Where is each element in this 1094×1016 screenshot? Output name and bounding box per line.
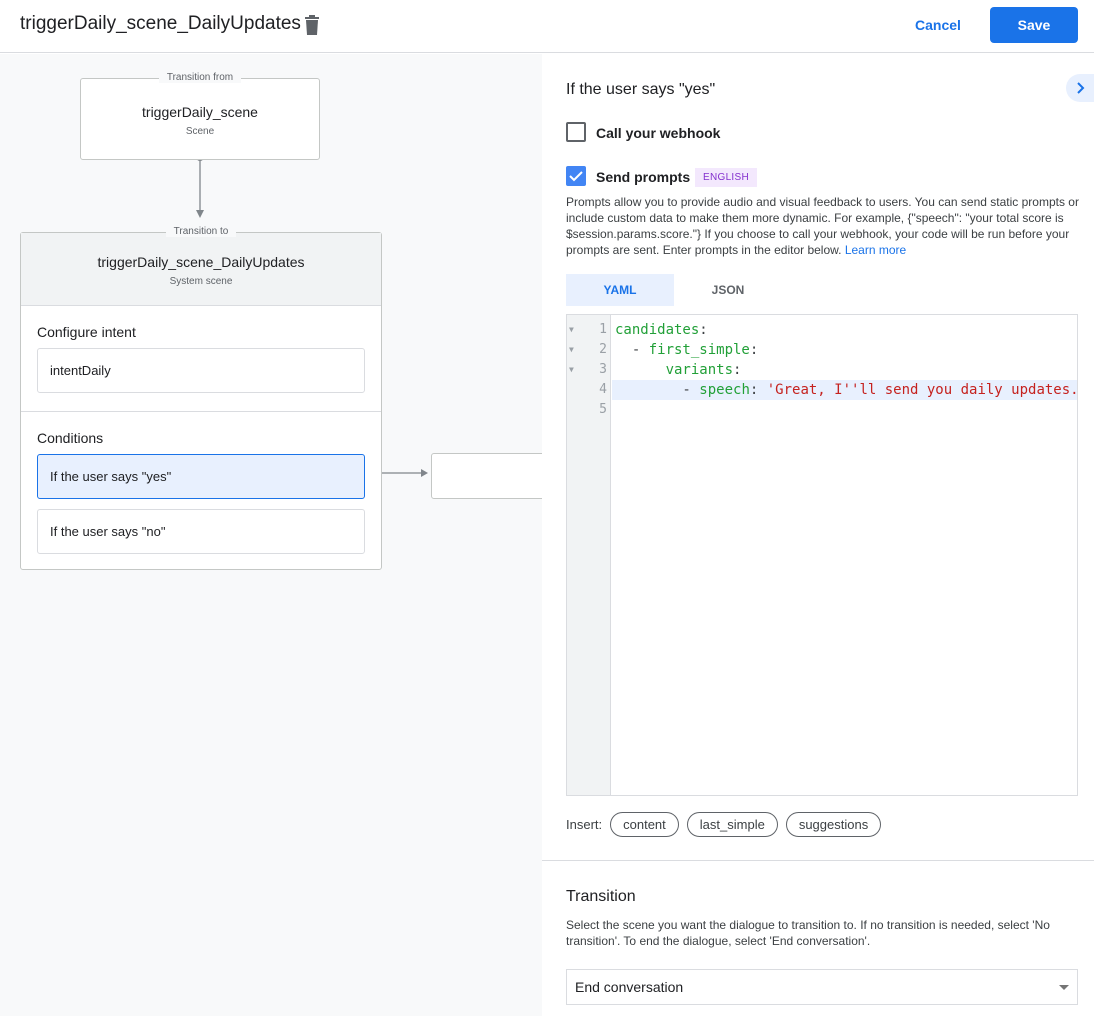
condition-yes[interactable]: If the user says "yes" [37,454,365,499]
check-icon [569,171,583,182]
panel-title: If the user says "yes" [566,81,716,98]
line-number: 1 [599,322,607,337]
target-node[interactable] [431,453,542,499]
scene-type: System scene [169,276,233,287]
page-title: triggerDaily_scene_DailyUpdates [20,13,301,34]
trash-icon[interactable] [304,15,320,40]
transition-from-node[interactable]: Transition from triggerDaily_scene Scene [80,72,320,160]
insert-label: Insert: [566,817,603,832]
tab-yaml[interactable]: YAML [566,274,674,306]
chip-content[interactable]: content [610,812,679,837]
dropdown-arrow-icon [1059,985,1069,990]
prompts-label: Send prompts [596,169,691,185]
webhook-label: Call your webhook [596,125,721,141]
configure-intent-title: Configure intent [37,324,136,340]
intent-item[interactable]: intentDaily [37,348,365,393]
transition-description: Select the scene you want the dialogue t… [566,918,1050,948]
line-number: 3 [599,362,607,377]
code-line: - speech: 'Great, I''ll send you daily u… [612,380,1077,400]
line-number: 5 [599,402,607,417]
code-editor[interactable]: ▼ 1 ▼ 2 ▼ 3 4 5 candidates: - first_simple:… [566,314,1078,796]
transition-to-node: Transition to triggerDaily_scene_DailyUp… [20,226,382,570]
code-line: candidates: [615,322,708,338]
prompts-checkbox[interactable] [566,166,586,186]
description-text: Prompts allow you to provide audio and v… [566,195,1079,257]
legend: Transition from [158,72,242,83]
prompts-description: Prompts allow you to provide audio and v… [566,194,1086,258]
details-panel: If the user says "yes" Call your webhook… [542,54,1094,1016]
fold-icon[interactable]: ▼ [569,325,574,334]
fold-icon[interactable]: ▼ [569,365,574,374]
conditions-title: Conditions [37,430,104,446]
chip-suggestions[interactable]: suggestions [785,812,882,837]
line-number: 4 [599,382,607,397]
transition-select[interactable]: End conversation [566,969,1078,1005]
divider [542,860,1094,861]
cancel-button[interactable]: Cancel [904,8,972,42]
scene-name: triggerDaily_scene [142,104,258,120]
learn-more-link[interactable]: Learn more [844,243,907,257]
code-line: variants: [665,362,742,378]
transition-title: Transition [566,888,636,905]
insert-row: Insert: content last_simple suggestions [566,812,882,837]
chevron-right-icon[interactable] [1066,74,1094,102]
line-number: 2 [599,342,607,357]
chip-last-simple[interactable]: last_simple [686,812,778,837]
scene-type: Scene [185,126,215,137]
save-button[interactable]: Save [990,7,1078,43]
selected-value: End conversation [575,979,684,995]
webhook-checkbox[interactable] [566,122,586,142]
tab-json[interactable]: JSON [711,283,745,297]
flow-canvas: Transition from triggerDaily_scene Scene… [0,54,542,1016]
scene-name: triggerDaily_scene_DailyUpdates [97,254,305,270]
fold-icon[interactable]: ▼ [569,345,574,354]
condition-no[interactable]: If the user says "no" [37,509,365,554]
line-gutter: ▼ 1 ▼ 2 ▼ 3 4 5 [567,315,611,795]
legend: Transition to [165,226,237,237]
code-line: - first_simple: [615,342,759,358]
language-badge: ENGLISH [695,168,758,187]
header: triggerDaily_scene_DailyUpdates Cancel S… [0,0,1094,53]
